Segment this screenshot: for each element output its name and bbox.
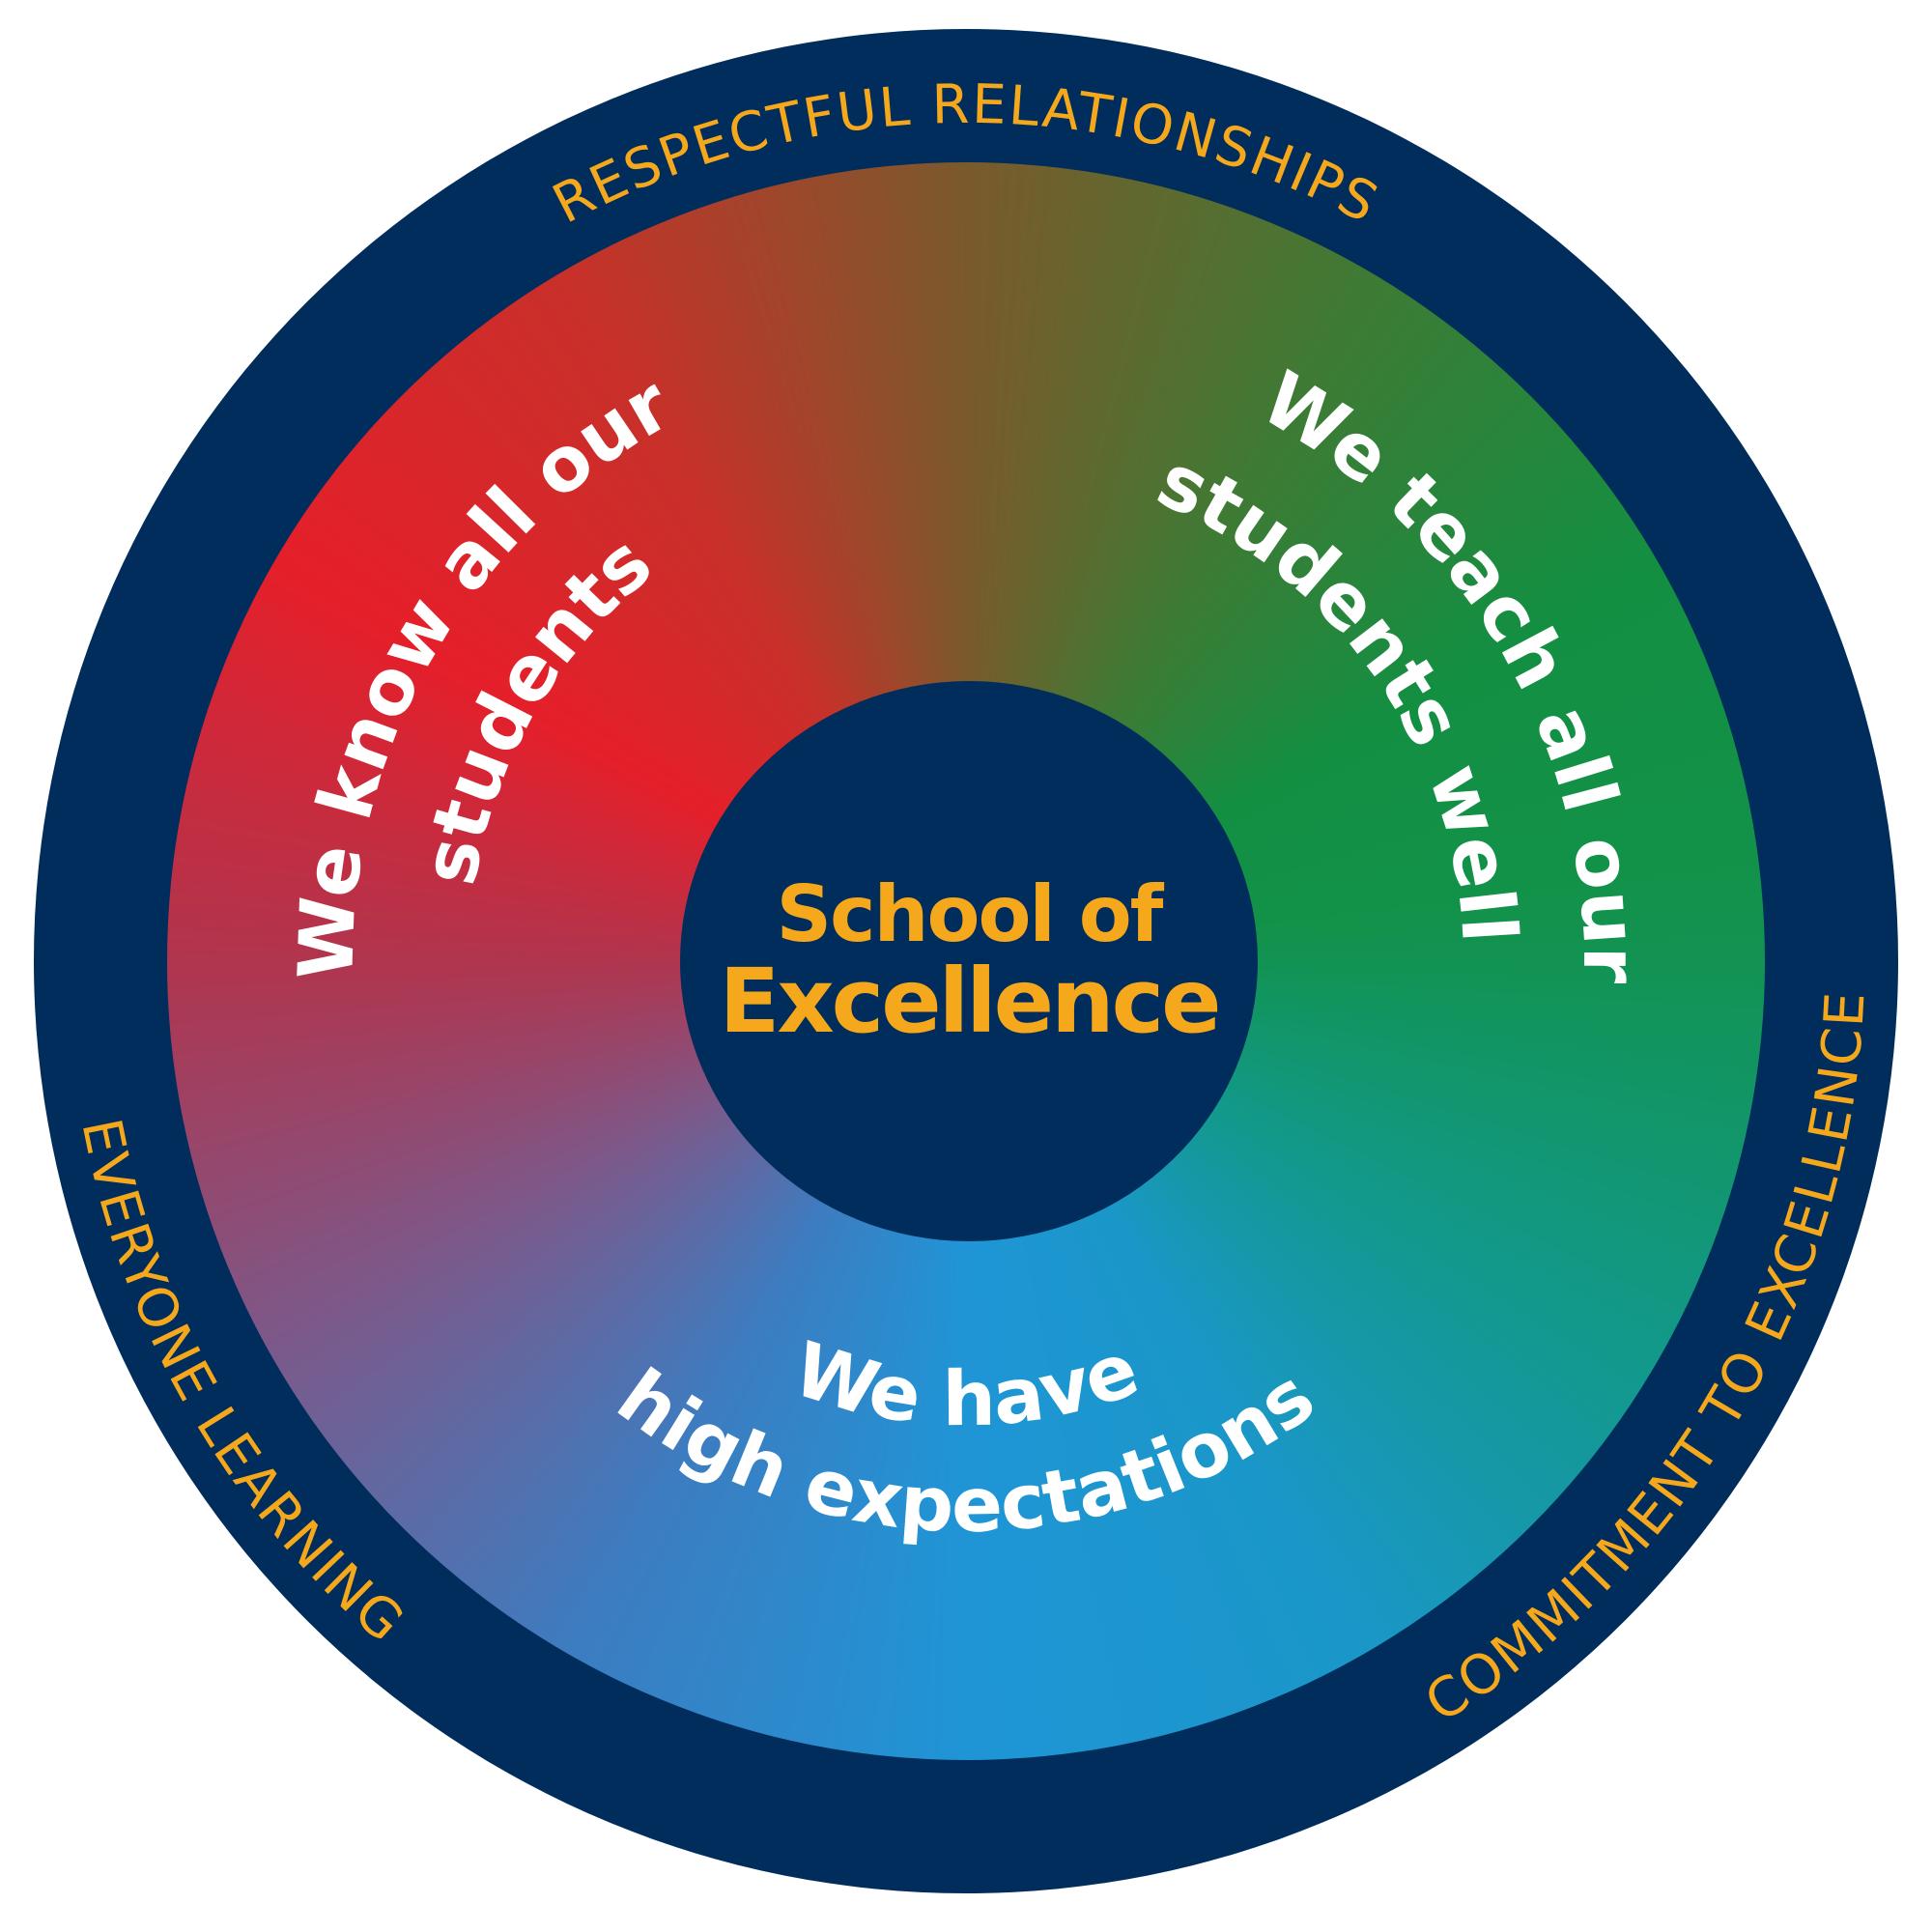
center-title-line-1: School of bbox=[776, 868, 1164, 959]
ring-label-commitment-to-excellence: COMMITMENT TO EXCELLENCE bbox=[1414, 989, 1877, 1735]
center-circle: School of Excellence bbox=[680, 681, 1258, 1241]
ring-label-everyone-learning: EVERYONE LEARNING bbox=[69, 1114, 416, 1656]
ring-label-respectful-relationships: RESPECTFUL RELATIONSHIPS bbox=[543, 73, 1388, 237]
center-title-line-2: Excellence bbox=[719, 949, 1221, 1053]
segment-know-line-2: students bbox=[406, 520, 668, 892]
segment-expect-line-1: We have bbox=[783, 1325, 1150, 1443]
